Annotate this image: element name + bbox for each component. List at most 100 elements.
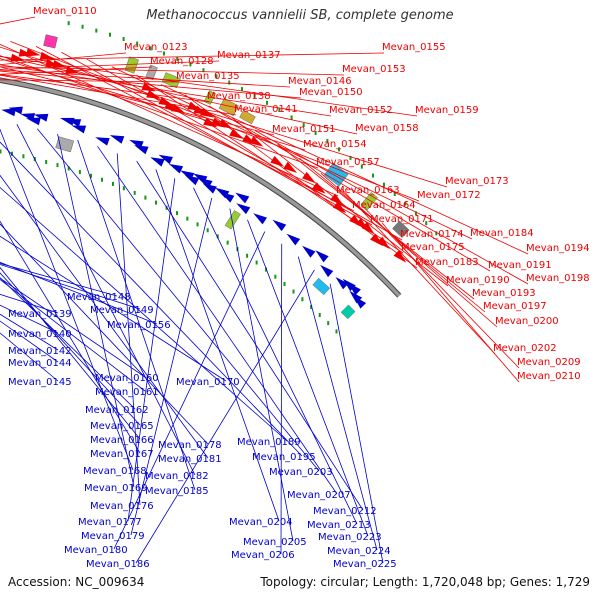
reverse-gene-leader: [97, 146, 338, 495]
forward-gene-leader: [341, 188, 496, 355]
reverse-gene-label: Mevan_0176: [90, 501, 154, 512]
reverse-gene-leader: [130, 197, 213, 536]
outer-guide-tick: [414, 211, 417, 216]
outer-guide-tick: [95, 28, 98, 33]
reverse-gene-leader: [135, 269, 315, 564]
reverse-gene-label: Mevan_0177: [78, 517, 142, 528]
inner-guide-tick: [274, 274, 277, 279]
forward-gene-leader: [208, 105, 491, 272]
forward-gene-label: Mevan_0146: [288, 76, 352, 87]
reverse-gene-leader: [36, 128, 320, 472]
forward-gene-leader: [0, 74, 237, 116]
inner-guide-tick: [196, 222, 199, 227]
reverse-gene-label: Mevan_0205: [243, 537, 307, 548]
inner-guide-tick: [10, 151, 13, 156]
reverse-gene-label: Mevan_0180: [64, 545, 128, 556]
forward-gene-arrow: [218, 118, 233, 129]
reverse-gene-leader: [0, 220, 141, 454]
reverse-gene-label: Mevan_0212: [313, 506, 377, 517]
forward-gene-leader: [0, 70, 302, 99]
reverse-gene-leader: [0, 277, 136, 410]
forward-gene-label: Mevan_0200: [495, 316, 559, 327]
outer-guide-tick: [382, 182, 385, 187]
inner-guide-tick: [112, 181, 115, 186]
forward-gene-arrow: [312, 182, 326, 194]
reverse-gene-label: Mevan_0145: [8, 377, 72, 388]
outer-guide-tick: [162, 51, 165, 56]
reverse-gene-leader: [127, 178, 176, 522]
forward-gene-label: Mevan_0128: [150, 56, 214, 67]
outer-guide-tick: [253, 93, 256, 98]
forward-gene-label: Mevan_0164: [352, 200, 416, 211]
feature-block: [312, 277, 331, 296]
reverse-gene-label: Mevan_0169: [84, 483, 148, 494]
outer-guide-tick: [176, 56, 179, 61]
inner-guide-tick: [22, 154, 25, 159]
reverse-gene-label: Mevan_0182: [145, 471, 209, 482]
reverse-gene-leader: [0, 128, 134, 471]
forward-gene-leader: [86, 58, 403, 241]
forward-gene-label: Mevan_0110: [33, 6, 97, 17]
reverse-gene-arrow: [348, 282, 361, 296]
feature-block: [340, 304, 356, 320]
forward-gene-leader: [0, 66, 153, 75]
outer-guide-tick: [149, 46, 152, 51]
feature-block: [43, 34, 58, 49]
forward-gene-leader: [0, 64, 332, 117]
forward-gene-leader: [0, 55, 319, 169]
inner-guide-tick: [0, 149, 2, 154]
reverse-gene-leader: [0, 141, 303, 457]
forward-gene-leader: [0, 66, 275, 136]
forward-gene-label: Mevan_0138: [207, 91, 271, 102]
forward-gene-label: Mevan_0159: [415, 105, 479, 116]
forward-gene-label: Mevan_0184: [470, 228, 534, 239]
forward-gene-leader: [0, 56, 418, 117]
reverse-gene-leader: [77, 139, 196, 491]
inner-guide-tick: [216, 234, 219, 239]
reverse-gene-label: Mevan_0213: [307, 520, 371, 531]
forward-gene-arrow: [229, 128, 244, 139]
reverse-gene-label: Mevan_0224: [327, 546, 391, 557]
forward-gene-leader: [160, 84, 529, 255]
reverse-gene-arrow: [168, 163, 184, 174]
outer-guide-tick: [326, 139, 329, 144]
reverse-gene-label: Mevan_0170: [176, 377, 240, 388]
outer-guide-tick: [435, 231, 438, 236]
outer-guide-tick: [67, 21, 70, 26]
feature-block: [392, 220, 410, 238]
outer-guide-tick: [240, 87, 243, 92]
reverse-gene-label: Mevan_0167: [90, 449, 154, 460]
feature-block: [218, 98, 239, 116]
reverse-gene-arrow: [184, 175, 200, 186]
forward-gene-label: Mevan_0155: [382, 42, 446, 53]
reverse-gene-leader: [113, 231, 266, 550]
reverse-gene-label: Mevan_0148: [67, 292, 131, 303]
forward-gene-leader: [0, 58, 306, 151]
reverse-gene-leader: [0, 186, 288, 442]
outer-guide-tick: [404, 201, 407, 206]
inner-guide-tick: [90, 173, 93, 178]
feature-block: [55, 136, 74, 153]
outer-guide-tick: [228, 80, 231, 85]
reverse-gene-label: Mevan_0204: [229, 517, 293, 528]
forward-gene-leader: [35, 46, 355, 212]
forward-gene-label: Mevan_0209: [517, 357, 581, 368]
reverse-gene-arrow: [202, 183, 217, 194]
feature-block: [239, 109, 256, 125]
outer-guide-tick: [393, 192, 396, 197]
reverse-gene-label: Mevan_0206: [231, 550, 295, 561]
forward-gene-arrow: [26, 48, 41, 57]
outer-guide-tick: [266, 100, 269, 105]
forward-gene-arrow: [283, 161, 298, 173]
forward-gene-label: Mevan_0173: [445, 176, 509, 187]
forward-gene-arrow: [249, 136, 264, 147]
reverse-gene-arrow: [134, 145, 149, 155]
forward-gene-label: Mevan_0194: [526, 243, 590, 254]
reverse-gene-label: Mevan_0225: [333, 559, 397, 570]
inner-guide-tick: [255, 260, 258, 265]
outer-guide-tick: [278, 108, 281, 113]
reverse-gene-leader: [116, 153, 141, 506]
outer-guide-tick: [371, 173, 374, 178]
outer-guide-tick: [302, 123, 305, 128]
